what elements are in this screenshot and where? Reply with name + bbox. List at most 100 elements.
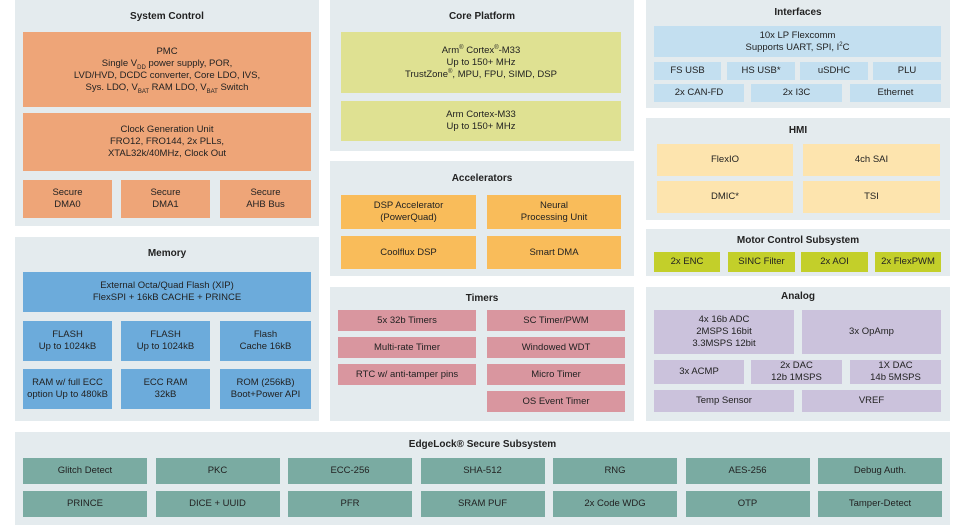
block-text-line: SHA-512 [463,465,502,477]
block-text-line: Cache 16kB [240,341,292,353]
text-segment: Up to 150+ MHz [446,56,516,68]
memory-title: Memory [147,248,187,259]
text-segment: 2x Code WDG [584,498,646,509]
block-text-line: SINC Filter [738,256,784,268]
text-segment: ECC-256 [330,465,370,476]
text-segment: FRO12, FRO144, 2x PLLs, [109,136,225,147]
text-segment: Cortex [463,44,495,56]
interfaces-block: HS USB* [727,62,795,80]
block-text-line: Coolflux DSP [380,247,437,259]
text-segment: ECC RAM [143,377,188,388]
motor-control-block: 2x FlexPWM [875,252,941,272]
text-segment: power supply, POR, [145,57,233,69]
text-segment: SRAM PUF [457,498,508,509]
block-text-line: Secure [150,187,180,199]
block-text-line: Neural [540,200,568,212]
text-segment: DSP Accelerator [373,200,444,211]
timers-block: OS Event Timer [487,391,625,412]
text-segment: FlexIO [711,154,739,165]
text-segment: Windowed WDT [521,341,591,353]
accelerators-block: Smart DMA [487,236,621,269]
interfaces-block: 2x I3C [751,84,842,102]
edgelock-block: SHA-512 [420,458,545,484]
text-segment: TSI [864,191,879,202]
block-text-line: Arm Cortex-M33 [446,109,516,121]
text-segment: Smart DMA [529,246,579,258]
text-segment: Tamper-Detect [848,498,912,509]
text-segment: 1X DAC [878,360,913,371]
block-text-line: PMC [156,46,177,58]
text-segment: SINC Filter [738,256,785,267]
motor-control-title: Motor Control Subsystem [736,235,860,246]
block-text-line: External Octa/Quad Flash (XIP) [100,280,234,292]
block-text-line: FLASH [150,329,181,341]
block-text-line: FlexSPI + 16kB CACHE + PRINCE [93,292,241,304]
block-text-line: 12b 1MSPS [771,372,822,384]
text-segment: Single V [101,57,138,69]
edgelock-block: ECC-256 [288,458,412,484]
block-text-line: Secure [250,187,280,199]
block-text-line: Up to 1024kB [39,341,97,353]
text-segment: Secure [150,187,181,198]
analog-block: 3x OpAmp [802,310,941,354]
block-text-line: SC Timer/PWM [523,315,588,327]
edgelock-block: DICE + UUID [155,491,280,517]
text-segment: AHB Bus [246,199,285,210]
text-segment: (PowerQuad) [380,212,437,223]
text-segment: RTC w/ anti-tamper pins [355,368,459,380]
timers-block: Windowed WDT [487,337,625,358]
edgelock-block: Debug Auth. [818,458,942,484]
hmi-block: DMIC* [657,181,793,213]
hmi-block: 4ch SAI [803,144,940,176]
block-text-line: LVD/HVD, DCDC converter, Core LDO, IVS, [74,70,260,82]
block-text-line: OTP [738,498,758,510]
block-text-line: Ethernet [878,87,914,99]
text-segment: PLU [897,65,917,76]
text-segment: Neural [540,200,568,211]
block-text-line: Temp Sensor [696,395,752,407]
text-segment: Sys. LDO, V [85,81,138,93]
text-segment: PFR [340,498,360,509]
block-text-line: Multi-rate Timer [374,342,440,354]
block-text-line: Sys. LDO, VBAT RAM LDO, VBAT Switch [85,81,249,95]
block-text-line: ECC RAM [144,377,188,389]
text-segment: PRINCE [67,498,103,509]
text-segment: uSDHC [817,65,851,76]
text-segment: Debug Auth. [853,465,907,476]
timers-block: SC Timer/PWM [487,310,625,331]
text-segment: Coolflux DSP [380,246,437,258]
block-text-line: 10x LP Flexcomm [760,30,836,42]
hmi-block: TSI [803,181,940,213]
block-text-line: DMIC* [711,191,739,203]
text-segment: OTP [737,498,758,509]
block-text-line: Windowed WDT [522,342,591,354]
text-segment: Supports UART, SPI, I [745,41,840,53]
text-segment: 2x DAC [780,360,813,371]
edgelock-block: PKC [155,458,280,484]
text-segment: Arm [441,44,460,56]
text-segment: Cache 16kB [239,341,292,352]
text-segment: 5x 32b Timers [377,314,437,326]
text-segment: Temp Sensor [696,395,752,406]
block-text-line: Glitch Detect [58,465,112,477]
edgelock-block: OTP [685,491,810,517]
block-text-line: AES-256 [728,465,766,477]
block-text-line: Debug Auth. [854,465,906,477]
text-segment: 3x OpAmp [849,326,894,337]
block-text-line: FLASH [52,329,83,341]
interfaces-block: Ethernet [850,84,941,102]
block-text-line: 4ch SAI [855,154,888,166]
block-text-line: TSI [864,191,879,203]
text-segment: ® [494,44,499,51]
analog-title: Analog [781,291,815,302]
text-segment: DMA0 [54,199,81,210]
block-text-line: Clock Generation Unit [121,124,214,136]
edgelock-block: PRINCE [23,491,147,517]
block-text-line: Smart DMA [529,247,578,259]
